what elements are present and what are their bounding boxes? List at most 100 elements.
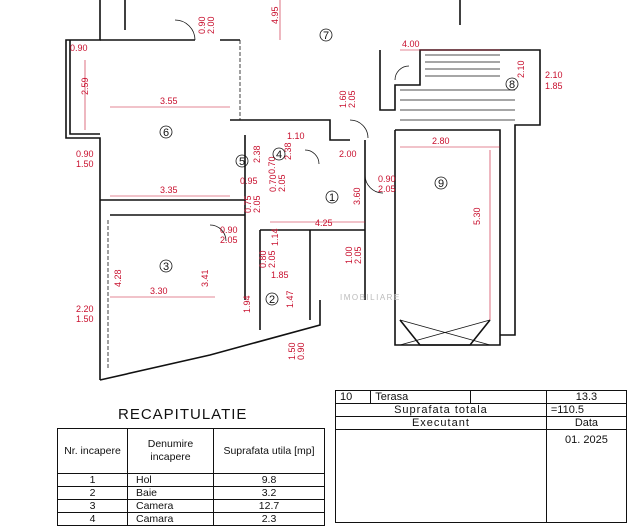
door-arc [349, 119, 369, 139]
dim-label: 2.59 [80, 77, 90, 95]
table-row: 4 Camara 2.3 [57, 512, 325, 526]
room-marker-8: 8 [505, 77, 519, 91]
dim-label: 0.90 [70, 43, 88, 53]
door-arc [304, 149, 320, 165]
dim-label: 2.05 [267, 250, 277, 268]
room-marker-7: 7 [319, 28, 333, 42]
dim-label: 1.85 [545, 81, 563, 91]
terasa-label: Terasa [370, 390, 471, 404]
dim-label: 2.00 [339, 149, 357, 159]
dim-label: 2.20 [76, 304, 94, 314]
header-nr: Nr. incapere [57, 428, 128, 474]
door-arc [174, 19, 196, 41]
dim-label: 1.94 [242, 295, 252, 313]
wall-terrace-left [69, 40, 100, 135]
wall-middle [230, 119, 350, 141]
dim-label: 0.90 [76, 149, 94, 159]
dim-label: 3.41 [200, 269, 210, 287]
row-nr: 2 [57, 486, 128, 500]
dim-label: 2.05 [347, 90, 357, 108]
svg-text:8: 8 [509, 79, 515, 91]
svg-text:4: 4 [276, 149, 282, 161]
dim-label: 4.25 [315, 218, 333, 228]
table-row: 1 Hol 9.8 [57, 473, 325, 487]
executant-row: Executant Data [335, 416, 627, 430]
dim-label: 0.90 [197, 16, 207, 34]
dim-label: 1.85 [271, 270, 289, 280]
row-area: 12.7 [213, 499, 325, 513]
row-nr: 3 [57, 499, 128, 513]
dim-label: 0.70 [268, 174, 278, 192]
dim-label: 2.05 [277, 174, 287, 192]
svg-text:1: 1 [329, 192, 335, 204]
door-arc [364, 174, 384, 194]
dim-label: 2.00 [206, 16, 216, 34]
dim-label: 2.38 [283, 142, 293, 160]
dim-label: 0.70 [267, 156, 277, 174]
dim-label: 4.28 [113, 269, 123, 287]
executant-label: Executant [335, 416, 547, 430]
dim-label: 2.05 [252, 195, 262, 213]
room-marker-4: 4 [272, 147, 286, 161]
dim-label: 2.80 [432, 136, 450, 146]
svg-text:3: 3 [163, 261, 169, 273]
total-row: Suprafata totala =110.5 [335, 403, 627, 417]
door-arc [209, 224, 227, 242]
dim-label: 3.35 [160, 185, 178, 195]
dim-label: 2.10 [545, 70, 563, 80]
info-table: 10 Terasa 13.3 Suprafata totala =110.5 E… [334, 390, 627, 523]
dim-label: 4.00 [402, 39, 420, 49]
dim-label: 1.14 [270, 228, 280, 246]
door-arc [394, 65, 410, 81]
room-marker-6: 6 [159, 125, 173, 139]
svg-text:2: 2 [269, 294, 275, 306]
recap-header-row: Nr. incapere Denumire incapere Suprafata… [57, 428, 325, 474]
row-area: 3.2 [213, 486, 325, 500]
dim-label: 5.30 [472, 207, 482, 225]
recap-table: Nr. incapere Denumire incapere Suprafata… [57, 428, 325, 526]
executant-cell [335, 429, 547, 523]
terasa-value: 13.3 [545, 390, 627, 404]
dim-label: 3.55 [160, 96, 178, 106]
row-name: Baie [127, 486, 214, 500]
row-name: Camara [127, 512, 214, 526]
balcony [399, 319, 491, 346]
row-name: Camera [127, 499, 214, 513]
floor-plan: 0.90 2.59 3.55 0.90 1.50 3.35 4.28 2.20 … [65, 0, 563, 381]
data-value: 01. 2025 [545, 429, 627, 523]
dim-label: 1.00 [344, 246, 354, 264]
terasa-spacer [469, 390, 547, 404]
svg-text:7: 7 [323, 30, 329, 42]
dim-label: 2.38 [252, 145, 262, 163]
dim-label: 2.05 [220, 235, 238, 245]
row-area: 9.8 [213, 473, 325, 487]
room-marker-1: 1 [325, 190, 339, 204]
row-nr: 1 [57, 473, 128, 487]
header-suprafata: Suprafata utila [mp] [213, 428, 325, 474]
dim-label: 2.10 [516, 60, 526, 78]
row-nr: 4 [57, 512, 128, 526]
watermark: IMOBILIARE [340, 293, 401, 302]
recap-title: RECAPITULATIE [118, 406, 248, 423]
data-label: Data [545, 416, 627, 430]
dim-label: 3.60 [352, 187, 362, 205]
wall-left-upper [65, 0, 101, 380]
room-marker-2: 2 [265, 292, 279, 306]
dim-label: 0.90 [220, 225, 238, 235]
table-row: 2 Baie 3.2 [57, 486, 325, 500]
total-label: Suprafata totala [335, 403, 547, 417]
terasa-row: 10 Terasa 13.3 [334, 390, 627, 404]
dim-label: 2.05 [378, 184, 396, 194]
executant-body-row: 01. 2025 [335, 429, 627, 523]
terasa-nr: 10 [334, 390, 372, 404]
dim-label: 0.90 [378, 174, 396, 184]
dim-label: 3.30 [150, 286, 168, 296]
wall-stair [379, 49, 541, 336]
row-name: Hol [127, 473, 214, 487]
dim-label: 0.80 [258, 250, 268, 268]
header-denumire: Denumire incapere [127, 428, 214, 474]
room-marker-5: 5 [235, 154, 249, 168]
room-marker-9: 9 [434, 176, 448, 190]
row-area: 2.3 [213, 512, 325, 526]
dim-label: 0.75 [243, 195, 253, 213]
